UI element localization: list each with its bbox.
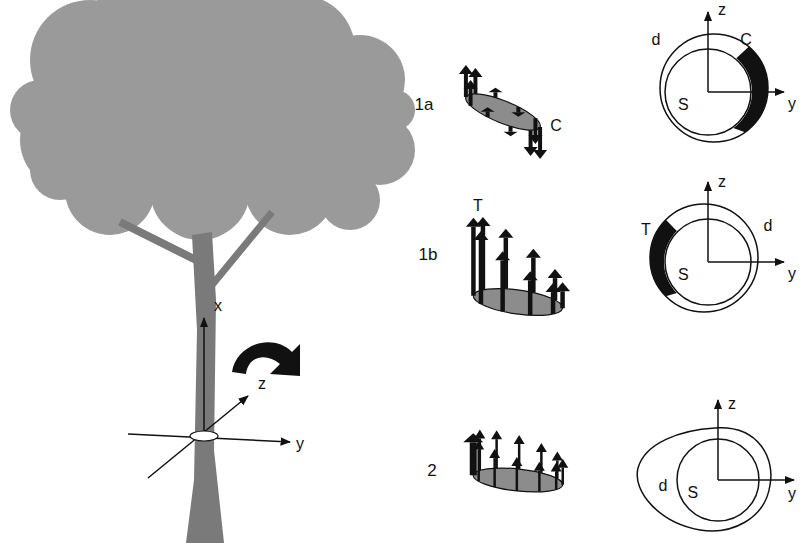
ring-label: T xyxy=(641,222,651,238)
tree-branch xyxy=(212,212,272,285)
circle-outline xyxy=(664,218,752,306)
tree-canopy xyxy=(320,170,380,230)
axis-label: z xyxy=(258,376,266,392)
eccentric-growth-arrows xyxy=(463,430,568,496)
axis-label: y xyxy=(788,486,796,502)
tree-canopy xyxy=(90,0,150,50)
axis-label: x xyxy=(214,298,222,314)
cross-section-ring xyxy=(637,400,794,531)
tree-branch xyxy=(120,222,200,262)
circle-outline xyxy=(664,48,752,136)
bending-stress-arrows xyxy=(459,65,547,159)
tree-canopy xyxy=(245,145,335,235)
tree-canopy xyxy=(165,0,215,45)
tree xyxy=(10,0,415,543)
cross-section-ring xyxy=(650,182,784,312)
tree-canopy xyxy=(230,0,290,45)
ring-label: d xyxy=(764,218,773,234)
cross-section-ring xyxy=(660,12,784,142)
stress-label: T xyxy=(473,198,483,214)
stress-label: C xyxy=(550,118,562,134)
inner-circle: S xyxy=(664,218,752,306)
panel-number: 1a xyxy=(415,96,434,113)
ring-label: d xyxy=(659,478,668,494)
tree-canopy xyxy=(150,140,250,240)
tension-arrows xyxy=(466,217,570,320)
rotation-arrow xyxy=(232,342,300,376)
tree-canopy xyxy=(375,90,415,130)
circle-outline xyxy=(676,438,760,522)
axis-label: z xyxy=(718,174,726,190)
ring-label: C xyxy=(740,32,752,48)
axis-label: y xyxy=(788,96,796,112)
tree-canopy xyxy=(30,140,90,200)
panel-number: 1b xyxy=(419,246,438,263)
section-label: S xyxy=(687,485,698,501)
ring-label: d xyxy=(652,32,661,48)
tree-canopy xyxy=(10,80,70,140)
axis-label: y xyxy=(788,266,796,282)
axis-label: z xyxy=(718,2,726,18)
tree-axes xyxy=(128,318,290,478)
inner-circle: S xyxy=(664,48,752,136)
tree-trunk xyxy=(186,232,224,543)
section-label: S xyxy=(678,267,689,283)
inner-circle: S xyxy=(676,438,760,522)
panel-number: 2 xyxy=(427,462,436,479)
axis-label: z xyxy=(728,396,736,412)
section-label: S xyxy=(678,97,689,113)
axis-label: y xyxy=(296,436,304,452)
